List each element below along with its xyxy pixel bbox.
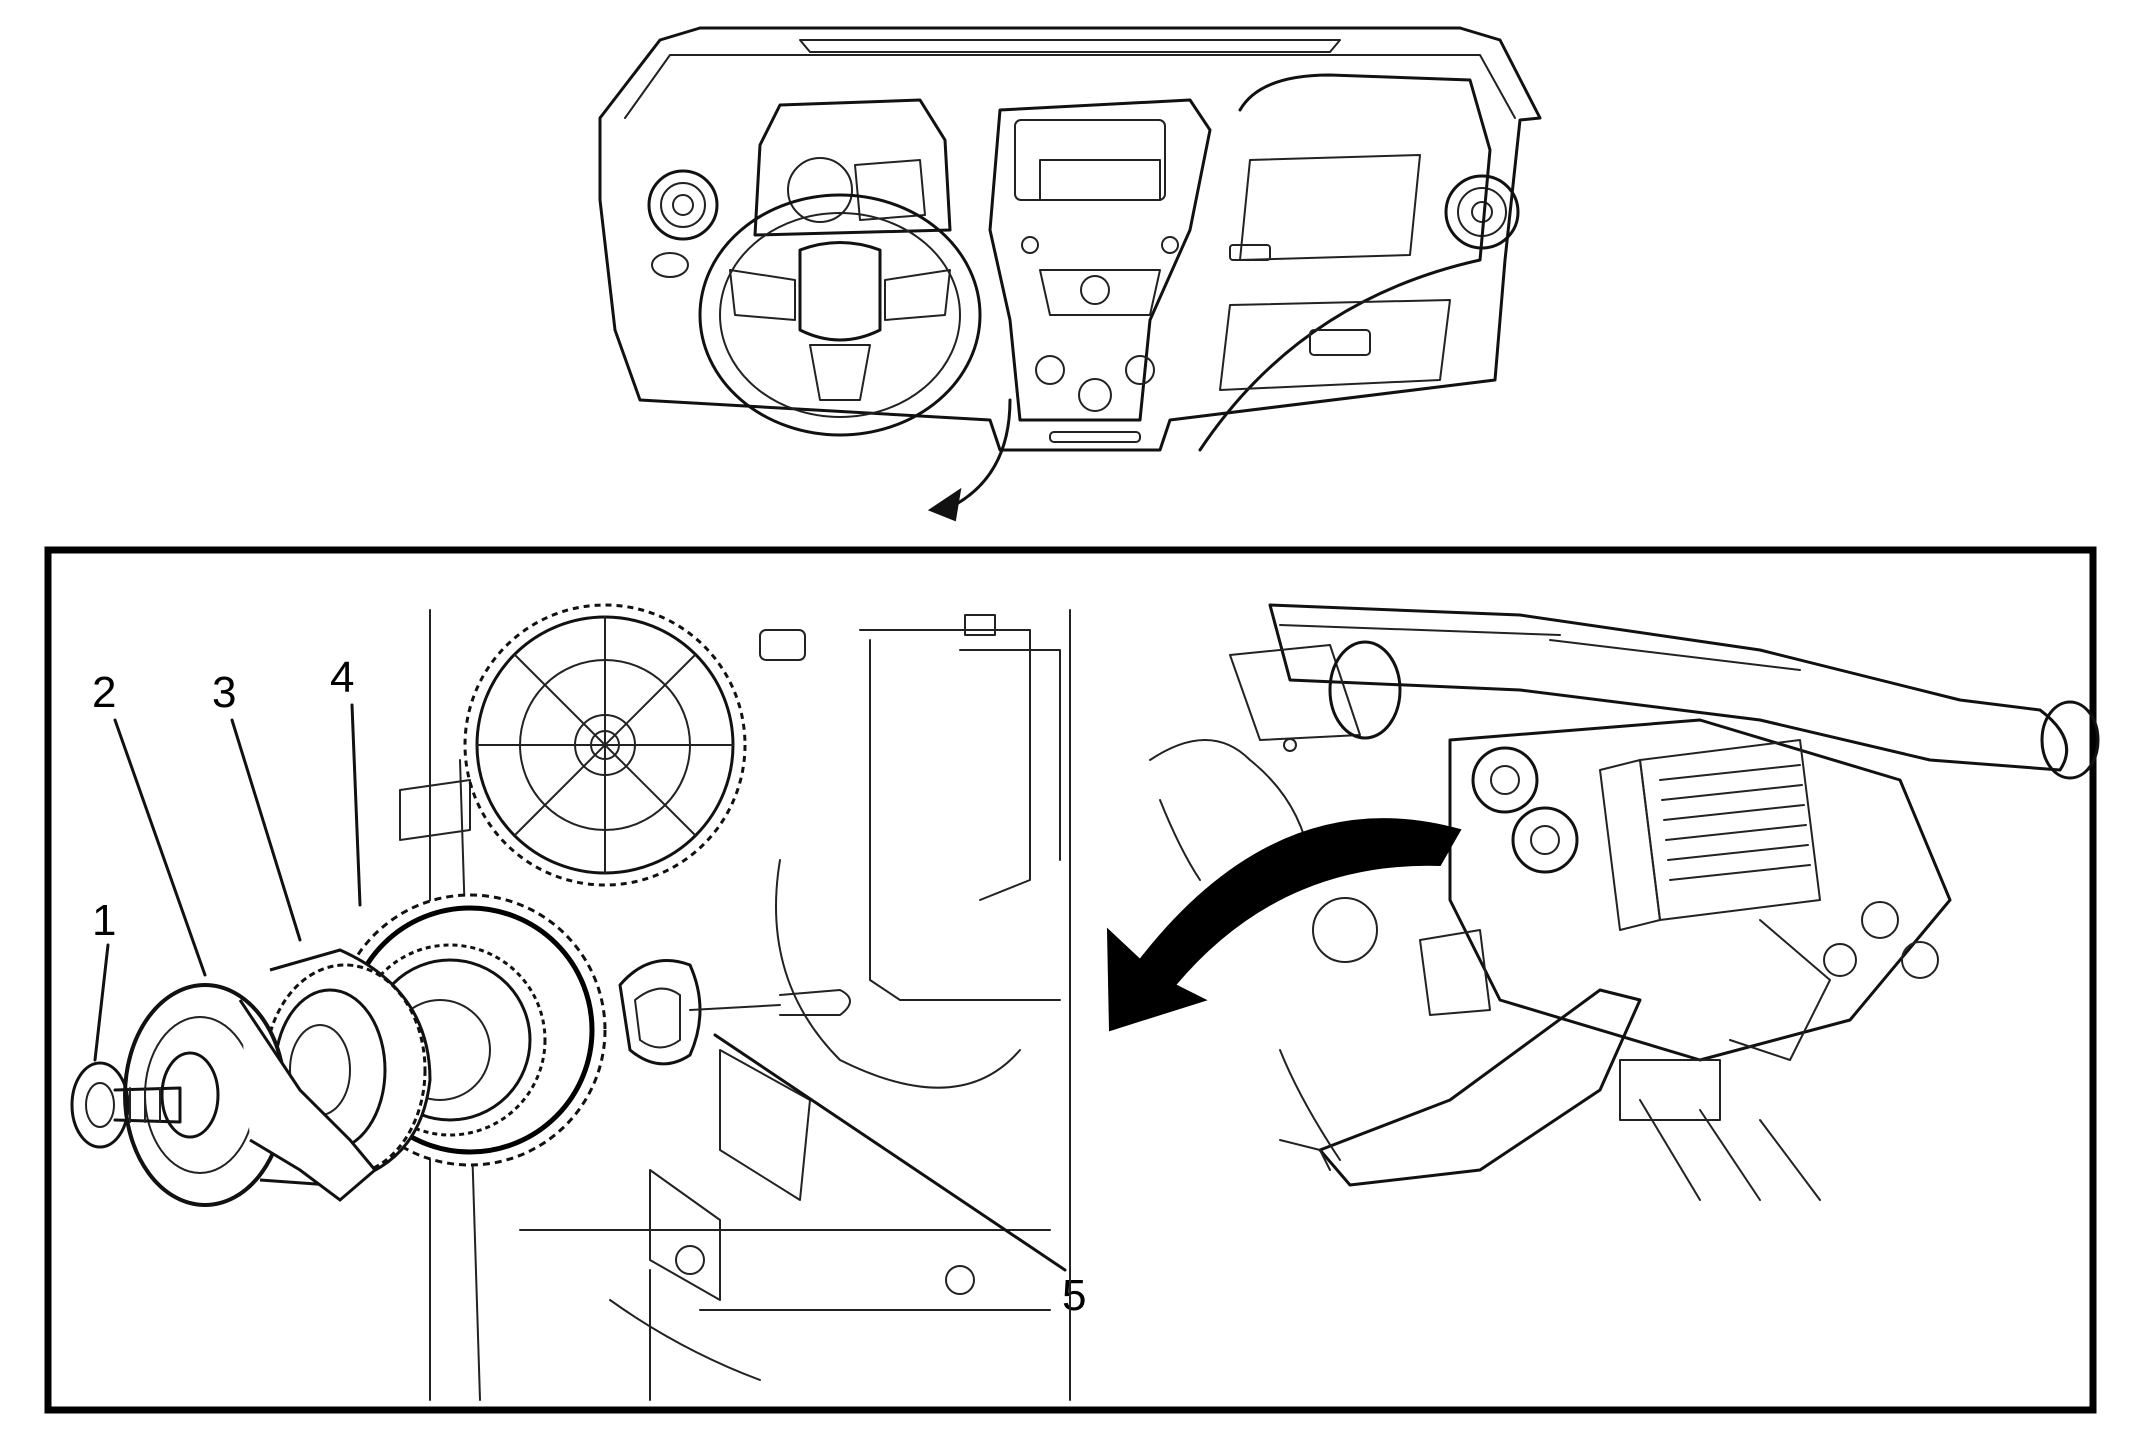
glovebox: [1219, 299, 1451, 391]
passenger-dash: [1198, 73, 1492, 452]
leader-4: [350, 703, 362, 907]
callout-3: 3: [212, 668, 236, 717]
screw-1: [70, 1061, 182, 1149]
leader-1: [93, 943, 110, 1062]
left-vent: [647, 169, 719, 278]
leader-2: [113, 718, 207, 977]
center-stack: [988, 98, 1212, 443]
cover-2: [123, 983, 378, 1207]
callout-5: 5: [1062, 1271, 1086, 1320]
mode-actuator-gear: [1471, 746, 1539, 814]
detail-frame: [44, 546, 2097, 1414]
steering-wheel: [698, 193, 982, 437]
leader-3: [230, 718, 302, 942]
actuator-gear-detail: 1 2 3 4 5: [70, 603, 1086, 1401]
callout-1: 1: [92, 896, 116, 945]
removal-direction-arrow: [1106, 818, 1462, 1032]
callout-2: 2: [92, 668, 116, 717]
callout-4: 4: [330, 653, 354, 702]
retainer-5: [618, 959, 851, 1066]
hvac-module-location: [1106, 603, 2100, 1201]
glovebox-handle: [1309, 329, 1371, 356]
instrument-cluster: [753, 98, 952, 237]
leader-5: [713, 1033, 1067, 1272]
dashboard-overview: [598, 26, 1542, 522]
